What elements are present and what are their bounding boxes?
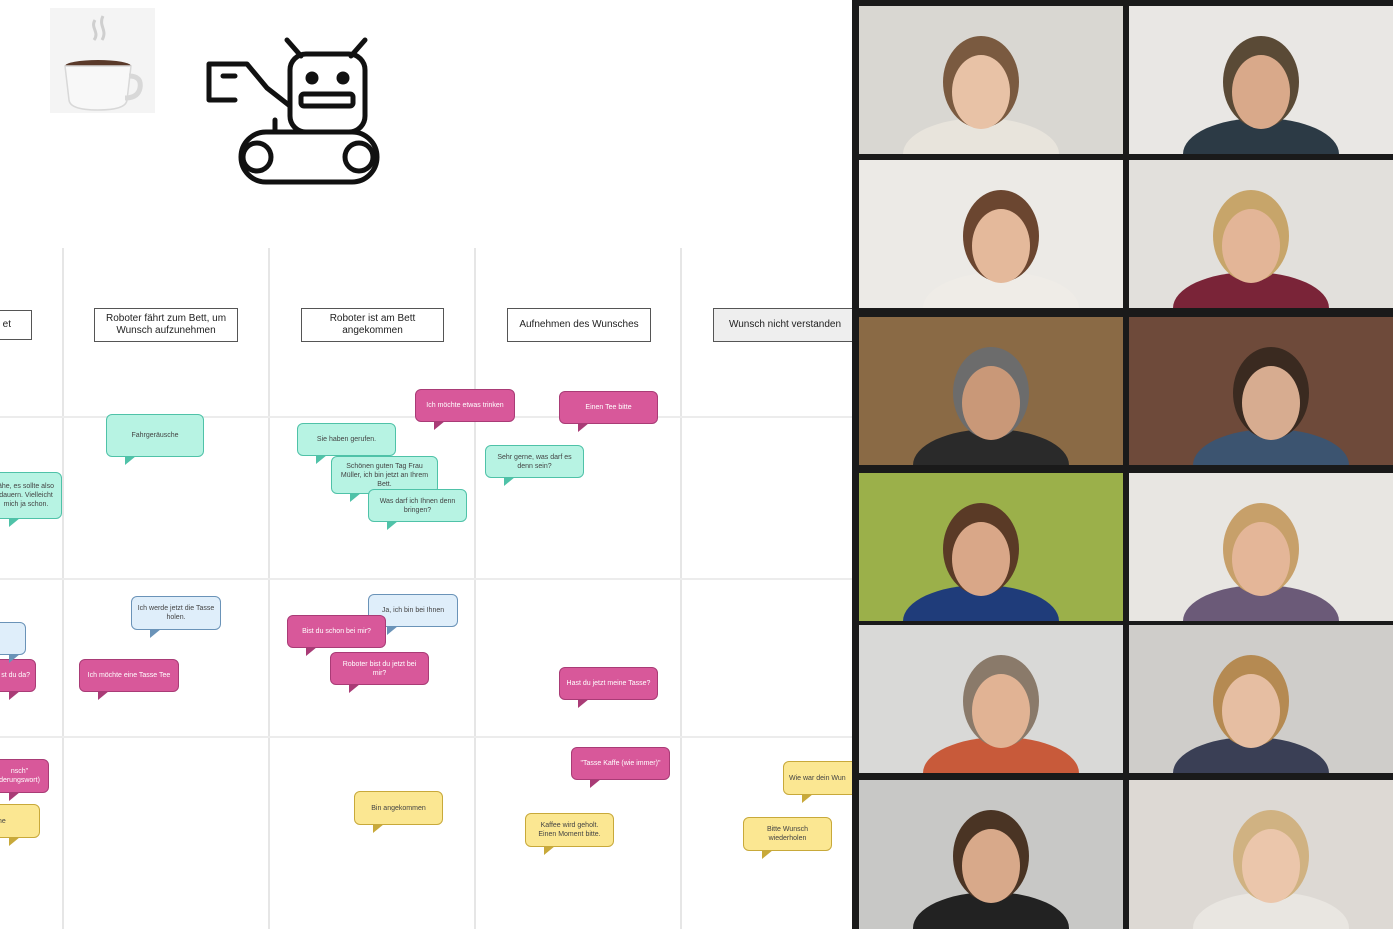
participant-video-tile[interactable] — [1129, 6, 1393, 154]
participant-silhouette — [913, 810, 1069, 929]
sticky-note[interactable]: Fahrgeräusche — [106, 414, 204, 465]
sticky-note[interactable]: Sie haben gerufen. — [297, 423, 396, 464]
sticky-note[interactable]: Ich werde jetzt die Tasse holen. — [131, 596, 221, 638]
participant-video-tile[interactable] — [1129, 625, 1393, 773]
sticky-note[interactable]: st du da? — [0, 659, 36, 700]
column-divider — [474, 248, 476, 929]
column-header[interactable]: et — [0, 310, 32, 340]
coffee-cup-icon — [50, 8, 155, 113]
column-divider — [62, 248, 64, 929]
participant-silhouette — [1193, 347, 1349, 465]
participant-video-tile[interactable] — [859, 160, 1123, 308]
video-gallery — [852, 0, 1393, 929]
participant-video-tile[interactable] — [859, 317, 1123, 465]
sticky-note[interactable]: Bist du schon bei mir? — [287, 615, 386, 656]
participant-video-tile[interactable] — [859, 780, 1123, 929]
sticky-note[interactable]: ähe, es sollte also dauern. Vielleicht m… — [0, 472, 62, 527]
sticky-note[interactable]: Ich möchte etwas trinken — [415, 389, 515, 430]
sticky-note[interactable]: me — [0, 804, 40, 846]
sticky-note[interactable]: Was darf ich Ihnen denn bringen? — [368, 489, 467, 530]
participant-video-tile[interactable] — [1129, 473, 1393, 621]
participant-silhouette — [923, 190, 1079, 308]
participant-video-tile[interactable] — [859, 625, 1123, 773]
participant-silhouette — [913, 347, 1069, 465]
participant-silhouette — [903, 36, 1059, 154]
sticky-note[interactable]: Ich möchte eine Tasse Tee — [79, 659, 179, 700]
participant-silhouette — [1183, 503, 1339, 621]
participant-video-tile[interactable] — [1129, 780, 1393, 929]
sticky-note[interactable]: Schönen guten Tag Frau Müller, ich bin j… — [331, 456, 438, 502]
sticky-note[interactable]: Wie war dein Wun — [783, 761, 852, 803]
participant-silhouette — [903, 503, 1059, 621]
participant-video-tile[interactable] — [1129, 160, 1393, 308]
column-header[interactable]: Aufnehmen des Wunsches — [507, 308, 651, 342]
sticky-note[interactable]: Hast du jetzt meine Tasse? — [559, 667, 658, 708]
sticky-note[interactable] — [0, 622, 26, 663]
column-header[interactable]: Wunsch nicht verstanden — [713, 308, 852, 342]
participant-silhouette — [1173, 655, 1329, 773]
row-divider — [0, 736, 852, 738]
sticky-note[interactable]: Sehr gerne, was darf es denn sein? — [485, 445, 584, 486]
column-header[interactable]: Roboter fährt zum Bett, um Wunsch aufzun… — [94, 308, 238, 342]
column-divider — [268, 248, 270, 929]
sticky-note[interactable]: Bitte Wunsch wiederholen — [743, 817, 832, 859]
row-divider — [0, 578, 852, 580]
sticky-note[interactable]: Bin angekommen — [354, 791, 443, 833]
whiteboard-canvas[interactable]: et Roboter fährt zum Bett, um Wunsch auf… — [0, 0, 852, 929]
robot-icon — [205, 36, 385, 188]
sticky-note[interactable]: nsch" derungswort) — [0, 759, 49, 801]
sticky-note[interactable]: "Tasse Kaffe (wie immer)" — [571, 747, 670, 788]
column-divider — [680, 248, 682, 929]
participant-video-tile[interactable] — [859, 6, 1123, 154]
sticky-note[interactable]: Kaffee wird geholt. Einen Moment bitte. — [525, 813, 614, 855]
participant-silhouette — [1193, 810, 1349, 929]
sticky-note[interactable]: Einen Tee bitte — [559, 391, 658, 432]
participant-video-tile[interactable] — [1129, 317, 1393, 465]
participant-video-tile[interactable] — [859, 473, 1123, 621]
sticky-note[interactable]: Roboter bist du jetzt bei mir? — [330, 652, 429, 693]
column-header[interactable]: Roboter ist am Bett angekommen — [301, 308, 444, 342]
participant-silhouette — [1173, 190, 1329, 308]
participant-silhouette — [1183, 36, 1339, 154]
participant-silhouette — [923, 655, 1079, 773]
